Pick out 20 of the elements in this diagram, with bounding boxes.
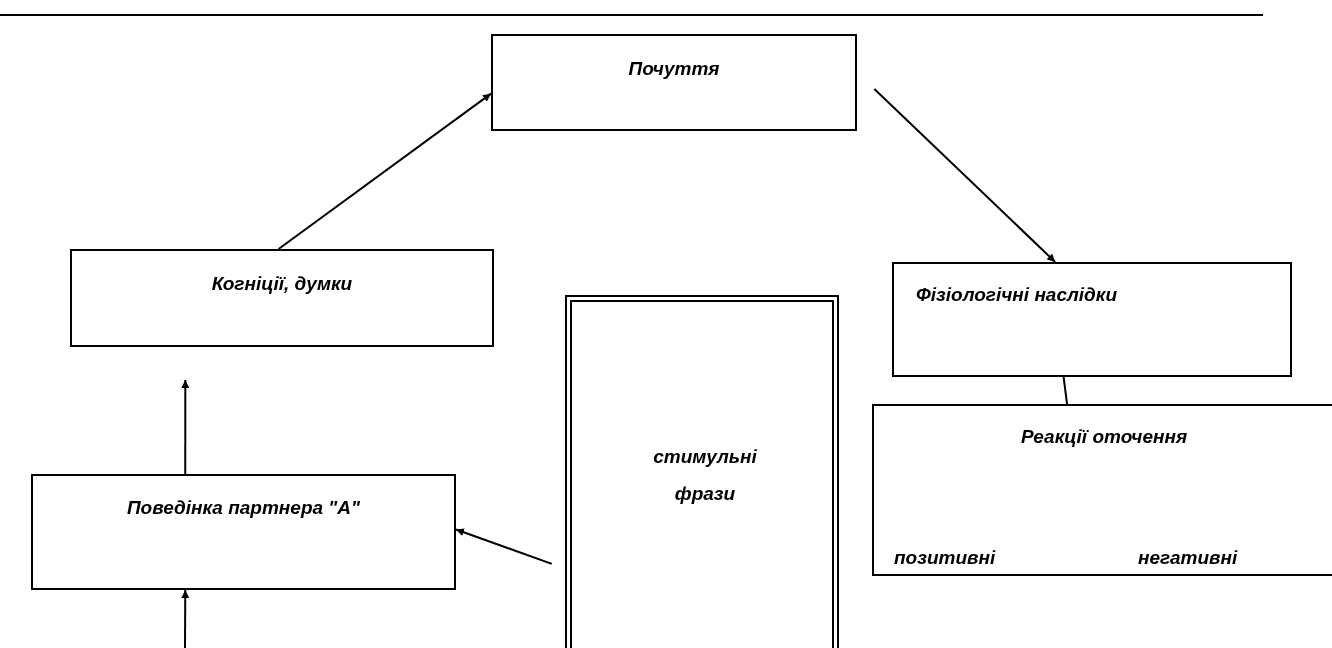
connector-line: [1062, 376, 1069, 405]
node-label: Фізіологічні наслідки: [916, 283, 1119, 307]
node-label: позитивні: [894, 546, 997, 570]
process-box: [491, 34, 857, 131]
process-box: [872, 404, 1332, 576]
node-label: стимульні фрази: [652, 445, 758, 507]
arrow: [873, 88, 1057, 263]
process-box: [892, 262, 1292, 377]
arrow: [181, 379, 190, 475]
node-label: негативні: [1138, 546, 1239, 570]
arrow: [455, 528, 553, 565]
arrow: [181, 589, 190, 648]
node-label: Когніції, думки: [210, 272, 354, 296]
node-label: Почуття: [627, 57, 721, 81]
process-box: [70, 249, 494, 347]
double-bordered-box: [565, 295, 839, 648]
arrow: [277, 92, 492, 250]
process-box: [31, 474, 456, 590]
node-label: Реакції оточення: [1019, 425, 1189, 449]
node-label: Поведінка партнера "А": [125, 496, 362, 520]
